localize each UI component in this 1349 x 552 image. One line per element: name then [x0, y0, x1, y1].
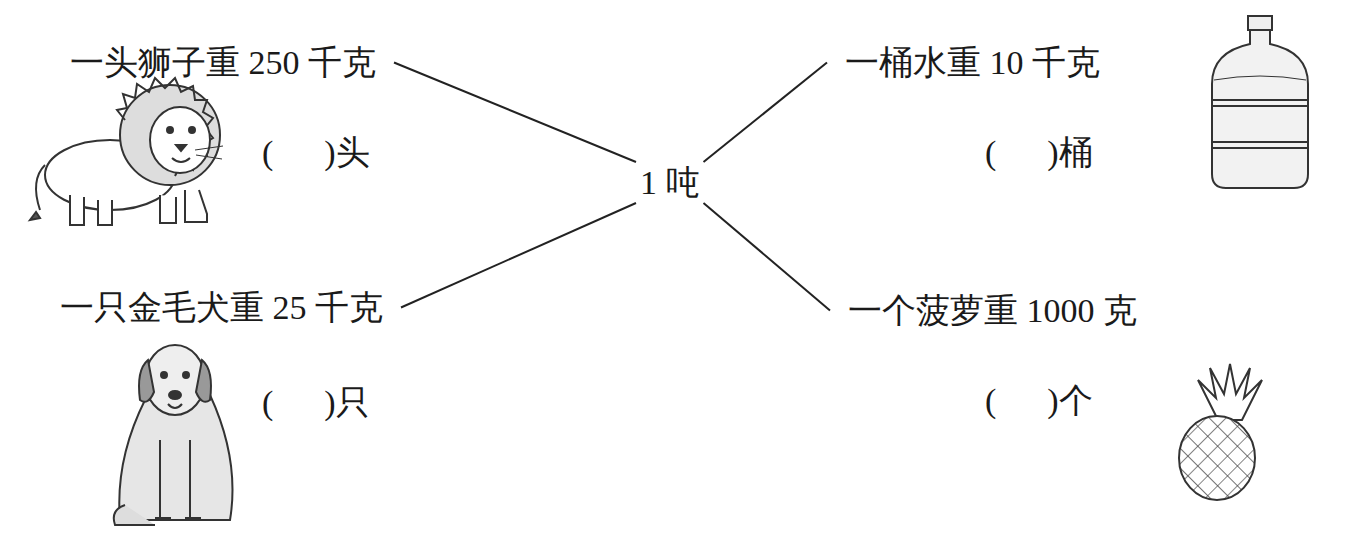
item-label: 一个菠萝重 1000 克 — [848, 288, 1137, 333]
center-value: 1 吨 — [640, 160, 700, 205]
connector-line — [704, 203, 831, 311]
weight-item: 一桶水重 10 千克 ( )桶 — [845, 40, 1100, 175]
water-jug-picture — [1212, 16, 1308, 188]
weight-item: 一个菠萝重 1000 克 ( )个 — [848, 288, 1137, 423]
lion-picture — [30, 78, 223, 225]
answer-blank: ( )个 — [985, 378, 1137, 423]
pineapple-picture — [1179, 364, 1262, 500]
item-label: 一桶水重 10 千克 — [845, 40, 1100, 85]
answer-blank: ( )只 — [262, 380, 383, 425]
connector-line — [394, 63, 636, 163]
answer-blank: ( )头 — [262, 130, 376, 175]
dog-picture — [114, 345, 233, 525]
answer-blank: ( )桶 — [985, 130, 1100, 175]
connector-line — [401, 203, 636, 308]
weight-item: 一头狮子重 250 千克 ( )头 — [70, 40, 376, 175]
item-label: 一头狮子重 250 千克 — [70, 40, 376, 85]
item-label: 1 吨 — [640, 160, 700, 205]
weight-item: 一只金毛犬重 25 千克 ( )只 — [60, 285, 383, 425]
item-label: 一只金毛犬重 25 千克 — [60, 285, 383, 330]
connector-line — [704, 63, 828, 163]
